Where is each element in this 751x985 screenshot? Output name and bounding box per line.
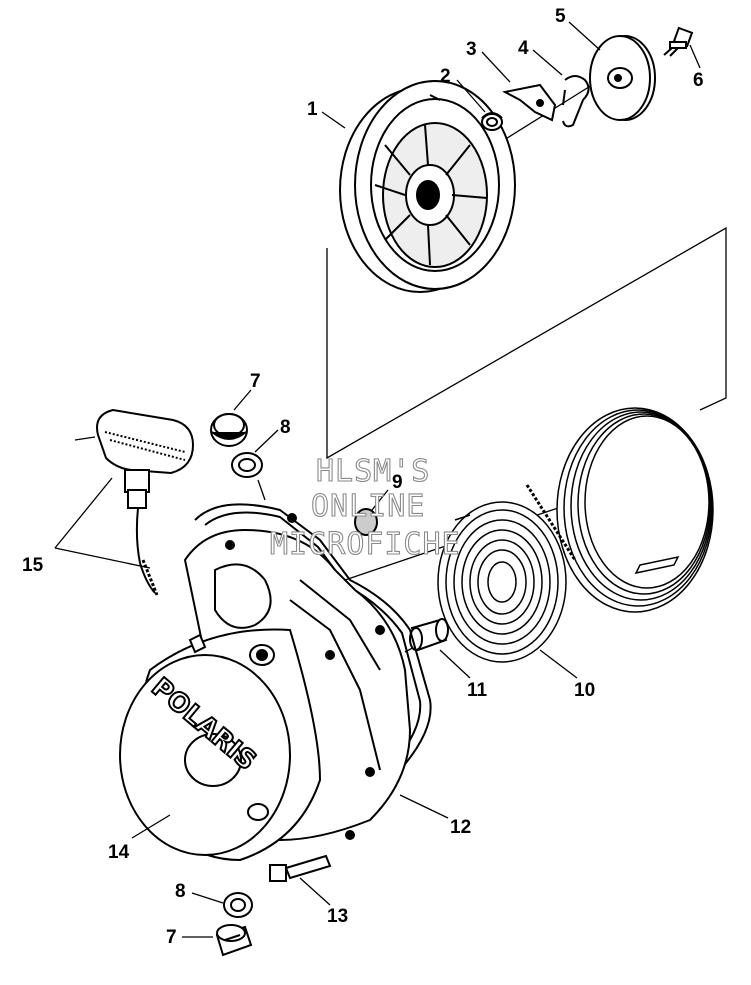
callout-3: 3 xyxy=(466,39,477,60)
plug-part-7-bottom xyxy=(215,924,253,957)
callout-11: 11 xyxy=(467,680,488,701)
pulley-part-1 xyxy=(339,80,516,293)
starter-handle-part-15 xyxy=(96,408,195,596)
bushing-part-9 xyxy=(354,508,378,536)
callout-7-bottom: 7 xyxy=(166,927,177,948)
callout-10: 10 xyxy=(574,680,595,701)
plate-part-5 xyxy=(589,35,656,121)
recoil-spring-part-10 xyxy=(437,501,567,663)
bolt-part-13 xyxy=(269,854,332,882)
callout-8-top: 8 xyxy=(280,417,291,438)
collar-part-11 xyxy=(409,618,449,652)
watermark-line-3: MICROFICHE xyxy=(270,527,461,562)
washer-part-8-top xyxy=(231,452,263,478)
callout-6: 6 xyxy=(693,70,704,91)
watermark-line-1: HLSM'S xyxy=(316,454,430,489)
callout-8-bottom: 8 xyxy=(175,881,186,902)
callout-7-top: 7 xyxy=(250,371,261,392)
clip-part-4 xyxy=(562,75,590,128)
callout-5: 5 xyxy=(555,6,566,27)
small-spring-part-2 xyxy=(481,112,503,131)
rope-coil xyxy=(525,407,714,613)
callout-9: 9 xyxy=(392,472,403,493)
leader-lines xyxy=(54,21,701,938)
callout-14: 14 xyxy=(108,842,130,863)
watermark: HLSM'S ONLINE MICROFICHE xyxy=(269,453,461,562)
plug-part-7-top xyxy=(210,413,248,447)
callout-13: 13 xyxy=(327,906,348,927)
callout-15: 15 xyxy=(22,555,44,576)
washer-part-8-bottom xyxy=(223,892,253,918)
callout-numbers: 1 2 3 4 5 6 7 8 9 10 11 12 13 14 15 8 7 xyxy=(22,6,704,948)
pawl-part-3 xyxy=(502,83,557,122)
callout-1: 1 xyxy=(307,99,318,120)
watermark-line-2: ONLINE xyxy=(311,489,425,524)
callout-4: 4 xyxy=(518,38,529,59)
callout-12: 12 xyxy=(450,817,471,838)
starter-housing-part-14 xyxy=(119,513,412,862)
bolt-part-6 xyxy=(663,26,694,57)
callout-2: 2 xyxy=(440,66,451,87)
